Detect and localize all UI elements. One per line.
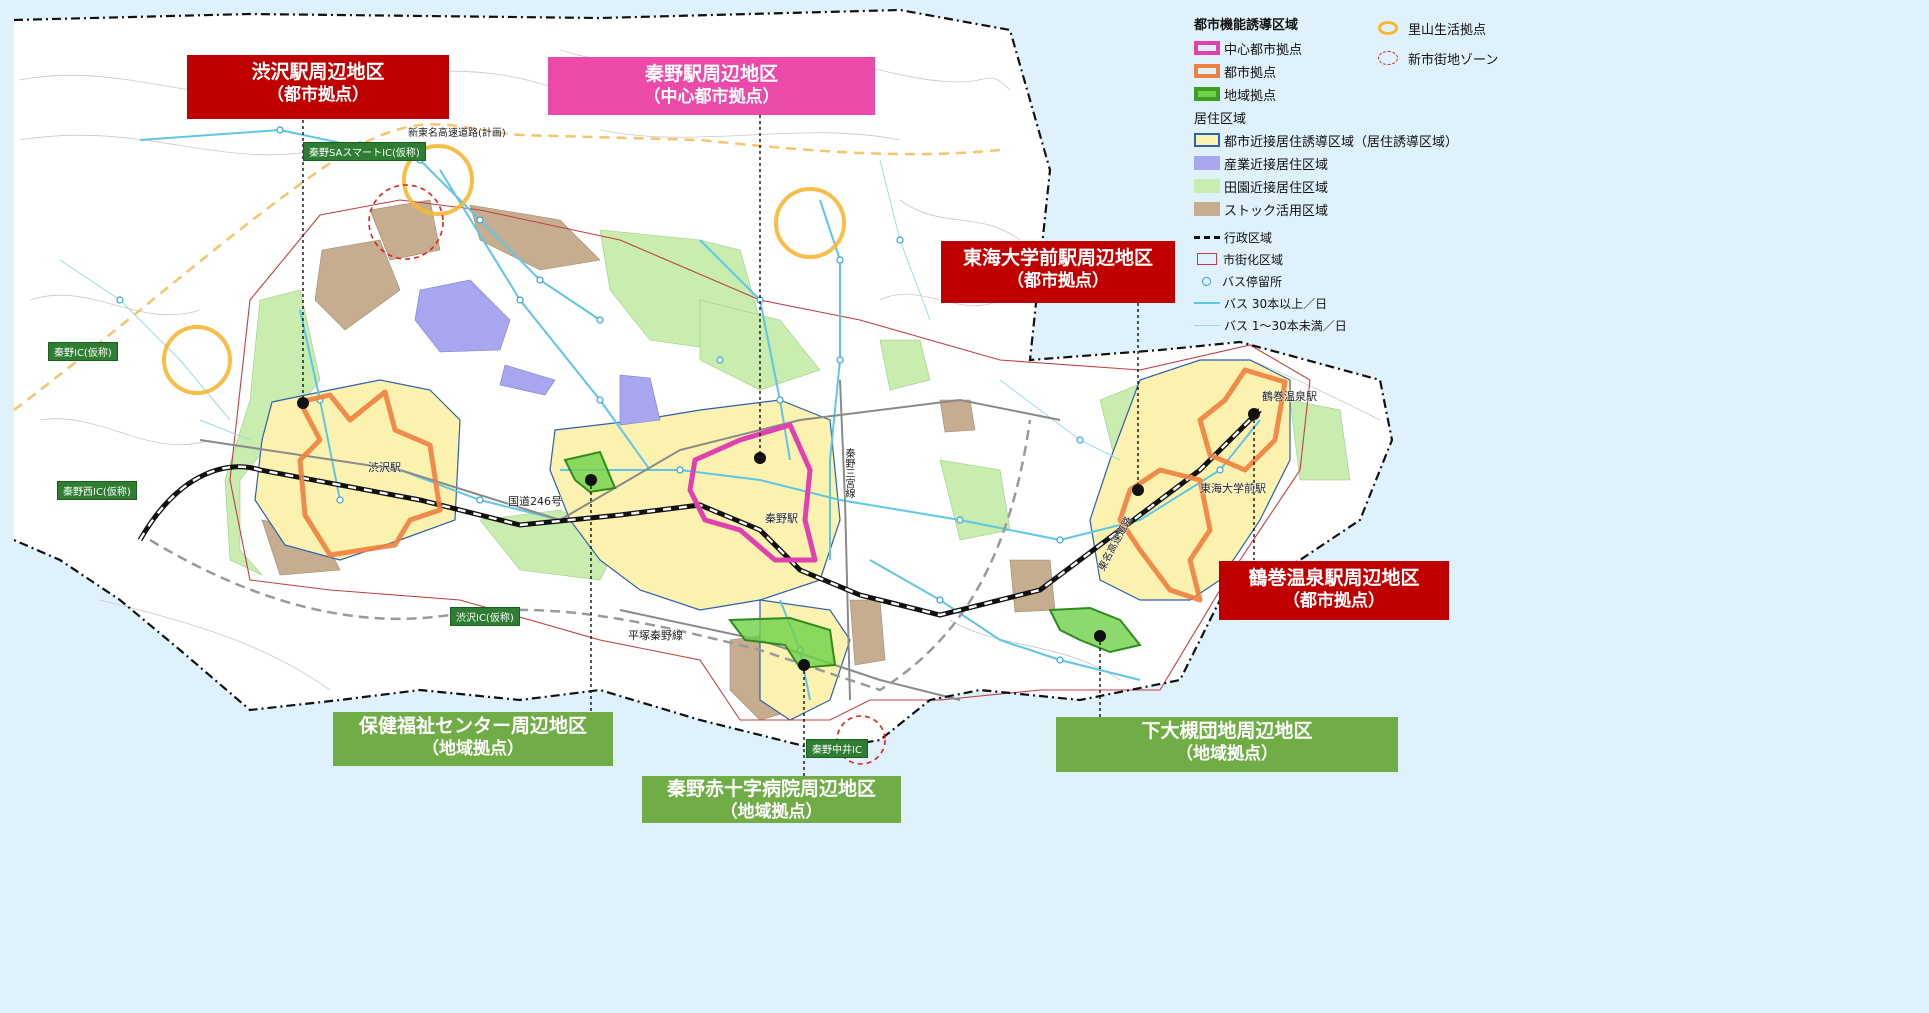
label-hiratsuka-line: 平塚秦野線 bbox=[628, 629, 683, 642]
callout-hadano: 秦野駅周辺地区 （中心都市拠点） bbox=[548, 57, 875, 115]
legend-label: バス 30本以上／日 bbox=[1224, 296, 1328, 311]
legend-item-urban-adjacent: 都市近接居住誘導区域（居住誘導区域） bbox=[1194, 130, 1458, 150]
legend-label: 都市近接居住誘導区域（居住誘導区域） bbox=[1224, 134, 1459, 150]
ic-tag-hadano-nishi: 秦野西IC(仮称) bbox=[57, 481, 137, 500]
callout-title: 鶴巻温泉駅周辺地区 bbox=[1248, 567, 1420, 589]
rural-adjacent-swatch bbox=[1194, 179, 1220, 193]
new-town-circle-icon bbox=[1378, 51, 1398, 65]
callout-shimoozuki: 下大槻団地周辺地区 （地域拠点） bbox=[1056, 717, 1398, 772]
ic-tag-nakai: 秦野中井IC bbox=[806, 739, 868, 758]
callout-subtitle: （都市拠点） bbox=[267, 84, 369, 105]
legend-item-new-town: 新市街地ゾーン bbox=[1378, 48, 1498, 68]
label-tokai-station: 東海大学前駅 bbox=[1200, 482, 1266, 495]
railway bbox=[137, 408, 1262, 618]
legend-label: 行政区域 bbox=[1224, 230, 1273, 245]
legend-label: 市街化区域 bbox=[1223, 252, 1284, 267]
admin-boundary-line-icon bbox=[1194, 235, 1220, 239]
legend-item-urban-hub: 都市拠点 bbox=[1194, 61, 1276, 81]
bus-30plus-line-icon bbox=[1194, 302, 1220, 304]
map-stage: 渋沢駅周辺地区 （都市拠点） 秦野駅周辺地区 （中心都市拠点） 東海大学前駅周辺… bbox=[13, 8, 1560, 823]
legend-label: 地域拠点 bbox=[1224, 88, 1277, 104]
callout-subtitle: （地域拠点） bbox=[720, 801, 823, 822]
central-hub-area bbox=[687, 422, 818, 563]
label-expressway-plan: 新東名高速道路(計画) bbox=[408, 128, 506, 139]
industry-adjacent-swatch bbox=[1194, 156, 1220, 170]
callout-subtitle: （都市拠点） bbox=[1283, 590, 1385, 611]
legend-label: 新市街地ゾーン bbox=[1408, 52, 1499, 68]
industry-adjacent-areas bbox=[414, 279, 661, 426]
label-shibusawa-station: 渋沢駅 bbox=[368, 461, 401, 474]
label-sannomiya-line: 秦野三宮線 bbox=[843, 448, 854, 498]
legend-item-bus-30plus: バス 30本以上／日 bbox=[1194, 293, 1327, 313]
administrative-boundary bbox=[13, 8, 1394, 752]
callout-subtitle: （地域拠点） bbox=[1176, 743, 1278, 764]
satoyama-rings bbox=[162, 144, 846, 395]
urban-hub-swatch bbox=[1194, 64, 1220, 78]
terrain-lines bbox=[19, 49, 1381, 691]
callout-tsurumaki: 鶴巻温泉駅周辺地区 （都市拠点） bbox=[1219, 561, 1449, 620]
legend-item-stock: ストック活用区域 bbox=[1194, 199, 1328, 219]
ic-tag-shibusawa: 渋沢IC(仮称) bbox=[450, 607, 520, 626]
callout-title: 東海大学前駅周辺地区 bbox=[962, 247, 1153, 269]
legend-label: 都市拠点 bbox=[1224, 65, 1277, 81]
tomei-expressway bbox=[149, 419, 1032, 692]
callout-subtitle: （中心都市拠点） bbox=[643, 86, 780, 107]
legend-item-central-hub: 中心都市拠点 bbox=[1194, 38, 1302, 58]
legend-item-admin-boundary: 行政区域 bbox=[1194, 227, 1272, 247]
legend-label: 里山生活拠点 bbox=[1408, 22, 1487, 38]
callout-title: 下大槻団地周辺地区 bbox=[1141, 720, 1313, 742]
bus-stop-icon bbox=[1202, 276, 1211, 286]
legend-item-regional-hub: 地域拠点 bbox=[1194, 84, 1276, 104]
legend-label: 産業近接居住区域 bbox=[1224, 157, 1329, 173]
legend-label: バス 1〜30本未満／日 bbox=[1224, 318, 1347, 333]
central-hub-swatch bbox=[1194, 41, 1220, 55]
stock-swatch bbox=[1194, 202, 1220, 216]
callout-subtitle: （地域拠点） bbox=[422, 738, 524, 759]
legend-item-bus-stop: バス停留所 bbox=[1194, 271, 1282, 291]
regional-hub-swatch bbox=[1194, 87, 1220, 101]
hub-center-markers bbox=[297, 397, 1260, 671]
legend-item-rural-adjacent: 田園近接居住区域 bbox=[1194, 176, 1328, 196]
legend-item-satoyama: 里山生活拠点 bbox=[1378, 18, 1486, 38]
bus-1to30-line-icon bbox=[1194, 324, 1220, 326]
legend-head-kyoju: 居住区域 bbox=[1194, 112, 1247, 127]
ic-tag-sa-smart: 秦野SAスマートIC(仮称) bbox=[303, 142, 426, 161]
callout-title: 秦野赤十字病院周辺地区 bbox=[666, 778, 876, 800]
ic-tag-hadano: 秦野IC(仮称) bbox=[48, 342, 118, 361]
urban-adjacent-swatch bbox=[1194, 133, 1220, 147]
land-use-map bbox=[13, 8, 1394, 776]
legend-label: バス停留所 bbox=[1222, 274, 1283, 289]
legend: 都市機能誘導区域 中心都市拠点 都市拠点 地域拠点 里山生活拠点 新市街地ゾーン… bbox=[1190, 12, 1560, 342]
callout-shibusawa: 渋沢駅周辺地区 （都市拠点） bbox=[187, 55, 449, 119]
urbanization-boundary bbox=[229, 199, 1311, 721]
satoyama-ring-icon bbox=[1378, 21, 1398, 35]
callout-title: 秦野駅周辺地区 bbox=[644, 63, 778, 85]
legend-label: 田園近接居住区域 bbox=[1224, 180, 1329, 196]
urbanization-swatch bbox=[1197, 253, 1217, 265]
callout-title: 保健福祉センター周辺地区 bbox=[358, 715, 587, 737]
legend-label: ストック活用区域 bbox=[1224, 203, 1329, 219]
legend-head-toshi-kino: 都市機能誘導区域 bbox=[1194, 18, 1299, 33]
legend-label: 中心都市拠点 bbox=[1224, 42, 1303, 58]
callout-sekijuji: 秦野赤十字病院周辺地区 （地域拠点） bbox=[642, 776, 901, 823]
callout-tokai: 東海大学前駅周辺地区 （都市拠点） bbox=[941, 241, 1175, 303]
callout-hoken: 保健福祉センター周辺地区 （地域拠点） bbox=[333, 712, 613, 766]
label-route246: 国道246号 bbox=[508, 495, 562, 508]
label-tsurumaki-station: 鶴巻温泉駅 bbox=[1262, 390, 1317, 403]
label-hadano-station: 秦野駅 bbox=[765, 512, 798, 525]
callout-title: 渋沢駅周辺地区 bbox=[251, 61, 385, 83]
legend-item-industry-adjacent: 産業近接居住区域 bbox=[1194, 153, 1328, 173]
legend-item-urbanization: 市街化区域 bbox=[1194, 249, 1283, 269]
regional-hub-areas bbox=[563, 450, 1142, 670]
callout-subtitle: （都市拠点） bbox=[1007, 270, 1109, 291]
legend-item-bus-1to30: バス 1〜30本未満／日 bbox=[1194, 315, 1347, 335]
callout-leaders bbox=[302, 115, 1255, 776]
urban-hub-areas bbox=[297, 367, 1288, 603]
